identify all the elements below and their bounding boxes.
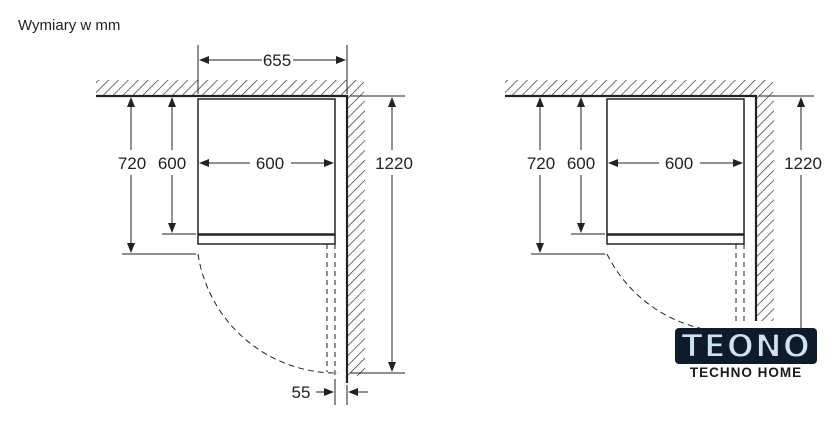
dim-depth-body: 600 [158, 154, 186, 173]
wall-hatch-top [96, 80, 364, 96]
dim-width-total: 655 [263, 51, 291, 70]
dim-depth-open: 720 [527, 154, 555, 173]
fridge-door [197, 234, 336, 245]
diagram-title: Wymiary w mm [18, 17, 121, 34]
dim-width-body: 600 [665, 154, 693, 173]
dim-depth-open: 720 [118, 154, 146, 173]
wall-hatch-side [347, 96, 365, 376]
dim-clearance: 1220 [375, 154, 413, 173]
door-open-outline [326, 244, 336, 383]
brand-logo: TEONO TECHNO HOME [660, 327, 832, 380]
dim-depth-body: 600 [567, 154, 595, 173]
dim-width-body: 600 [256, 154, 284, 173]
fridge-body [197, 98, 336, 235]
logo-main-text: TEONO [675, 327, 817, 365]
installation-diagram-left [96, 45, 405, 405]
wall-line [96, 94, 349, 383]
dim-side-gap: 55 [292, 383, 311, 402]
door-swing-arc [197, 253, 339, 374]
dim-clearance: 1220 [784, 154, 822, 173]
logo-subtitle: TECHNO HOME [689, 365, 803, 380]
installation-diagram-right: 720 600 600 1220 [505, 80, 822, 331]
